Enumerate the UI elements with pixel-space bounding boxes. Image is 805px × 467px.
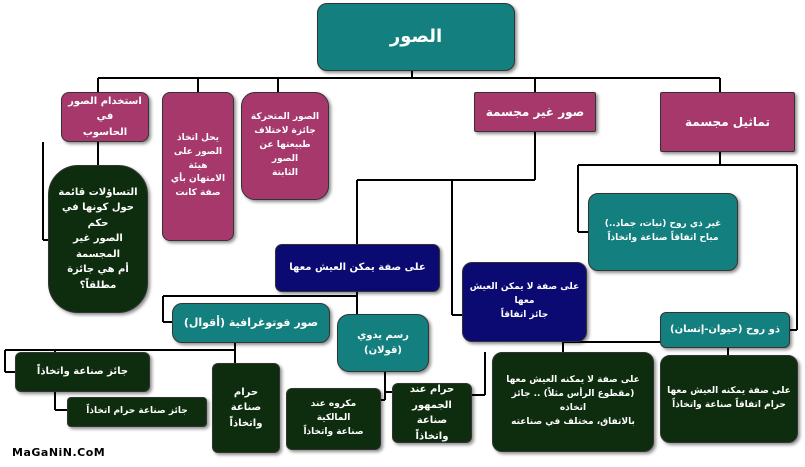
photo-label: صور فوتوغرافية (أقوال): [183, 316, 319, 330]
statue-cannot-live-label: على صفة لا يمكنه العيش معها (مقطوع الرأس…: [506, 375, 640, 427]
no-soul-label: غير ذي روح (نبات، جماد..) مباح اتفاقاً ص…: [604, 219, 722, 243]
haram-both-label: حرام صناعة واتخاذاً: [229, 386, 263, 429]
photo-node: صور فوتوغرافية (أقوال): [172, 303, 330, 343]
statue-can-live-label: على صفة يمكنه العيش معها حرام اتفاقاً صن…: [667, 386, 791, 410]
questions-node: التساؤلات قائمة حول كونها في حكم الصور غ…: [48, 165, 148, 313]
hand-drawn-label: رسم يدوي (قولان): [357, 329, 409, 357]
root-node: الصور: [317, 3, 515, 71]
allowed-use-node: جائز صناعة حرام اتخاذاً: [67, 397, 207, 427]
haram-majority-label: حرام عند الجمهور صناعة واتخاذاً: [409, 384, 455, 442]
computer-images-label: استخدام الصور في الحاسوب: [68, 95, 142, 138]
statue-can-live-node: على صفة يمكنه العيش معها حرام اتفاقاً صن…: [660, 355, 798, 443]
questions-label: التساؤلات قائمة حول كونها في حكم الصور غ…: [58, 186, 138, 291]
statues-node: تماثيل مجسمة: [660, 92, 795, 152]
computer-images-node: استخدام الصور في الحاسوب: [61, 92, 149, 142]
non-embodied-node: صور غير مجسمة: [474, 92, 596, 132]
haram-both-node: حرام صناعة واتخاذاً: [212, 363, 280, 453]
statues-label: تماثيل مجسمة: [685, 114, 770, 129]
makruh-maliki-label: مكروه عند المالكية صناعة واتخاذاً: [303, 399, 364, 437]
flat-can-live-label: على صفة يمكن العيش معها: [289, 262, 426, 274]
with-soul-node: ذو روح (حيوان-إنسان): [660, 312, 790, 348]
with-soul-label: ذو روح (حيوان-إنسان): [670, 324, 780, 336]
allowed-use-label: جائز صناعة حرام اتخاذاً: [86, 406, 188, 417]
flat-cannot-live-node: على صفة لا يمكن العيش معها جائز اتفاقاً: [462, 262, 587, 342]
degraded-images-label: يحل اتخاذ الصور على هيئة الامتهان بأي صف…: [170, 132, 226, 199]
allowed-both-node: جائز صناعة واتخاذاً: [15, 352, 150, 392]
moving-images-node: الصور المتحركة جائزة لاختلاف طبيعتها عن …: [241, 92, 329, 200]
flat-can-live-node: على صفة يمكن العيش معها: [275, 244, 440, 292]
degraded-images-node: يحل اتخاذ الصور على هيئة الامتهان بأي صف…: [162, 92, 234, 241]
allowed-both-label: جائز صناعة واتخاذاً: [36, 366, 129, 378]
statue-cannot-live-node: على صفة لا يمكنه العيش معها (مقطوع الرأس…: [492, 352, 654, 452]
flat-cannot-live-label: على صفة لا يمكن العيش معها جائز اتفاقاً: [469, 282, 580, 320]
moving-images-label: الصور المتحركة جائزة لاختلاف طبيعتها عن …: [250, 112, 320, 178]
makruh-maliki-node: مكروه عند المالكية صناعة واتخاذاً: [286, 388, 381, 450]
root-label: الصور: [389, 26, 443, 48]
non-embodied-label: صور غير مجسمة: [485, 104, 585, 119]
hand-drawn-node: رسم يدوي (قولان): [337, 314, 429, 372]
site-watermark: MaGaNiN.CoM: [12, 446, 106, 459]
no-soul-node: غير ذي روح (نبات، جماد..) مباح اتفاقاً ص…: [588, 193, 738, 271]
haram-majority-node: حرام عند الجمهور صناعة واتخاذاً: [392, 383, 472, 443]
